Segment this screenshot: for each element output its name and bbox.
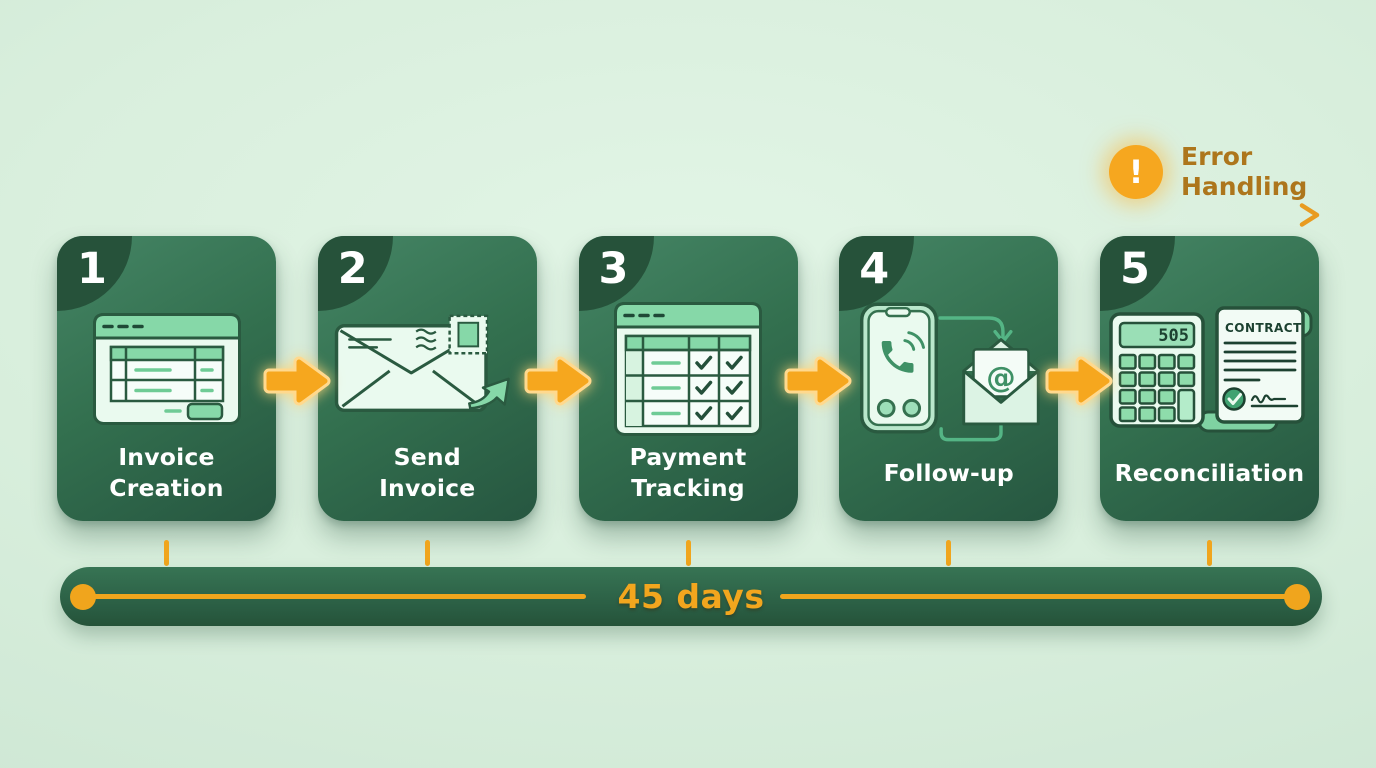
envelope-stamp-icon [335,314,511,413]
error-flow-arrow-icon [1098,203,1320,227]
timeline-line-left [83,594,586,599]
timeline-dot-start [70,583,96,610]
spreadsheet-checklist-icon [614,302,762,436]
step-number: 2 [337,244,368,294]
step-label: Follow-up [883,458,1014,487]
error-handling-label: Error Handling [1181,142,1307,202]
flow-arrow-icon [524,356,592,406]
step-number: 1 [77,244,107,294]
timeline-dot-end [1284,583,1310,610]
step-card-send-invoice: 2 Send Invoice [317,236,537,521]
timeline-tick [164,540,169,566]
step-number: 5 [1120,244,1150,294]
step-card-payment-tracking: 3 [578,236,798,521]
timeline-duration-label: 45 days [617,577,765,616]
step-label: Invoice Creation [109,443,224,502]
invoice-form-icon [92,313,241,425]
flow-arrow-icon [263,356,331,406]
alert-exclamation: ! [1128,153,1144,191]
contract-title: CONTRACT [1225,321,1302,335]
step-label: Payment Tracking [629,443,747,502]
timeline-tick [946,540,951,566]
process-steps-row: 1 [57,236,1319,521]
calculator-display: 505 [1158,326,1189,346]
timeline-tick [425,540,430,566]
step-label: Send Invoice [379,443,476,502]
step-card-invoice-creation: 1 [57,236,276,521]
timeline-bar: 45 days [60,567,1322,626]
email-at-symbol: @ [986,361,1015,395]
timeline-tick [686,540,691,566]
step-number: 4 [859,244,890,294]
timeline-line-right [780,594,1297,599]
flow-arrow-icon [784,356,852,406]
step-number: 3 [598,244,629,294]
calculator-contract-icon: CONTRACT 505 [1108,306,1312,433]
step-card-follow-up: 4 [839,236,1059,521]
step-card-reconciliation: 5 CONTRACT [1100,236,1319,521]
error-handling-line2: Handling [1181,172,1308,201]
flow-arrow-icon [1045,356,1113,406]
error-handling-line1: Error [1181,142,1253,171]
step-label: Reconciliation [1114,458,1305,487]
alert-icon: ! [1109,145,1163,199]
phone-email-icon: @ [859,302,1040,442]
timeline-tick [1207,540,1212,566]
